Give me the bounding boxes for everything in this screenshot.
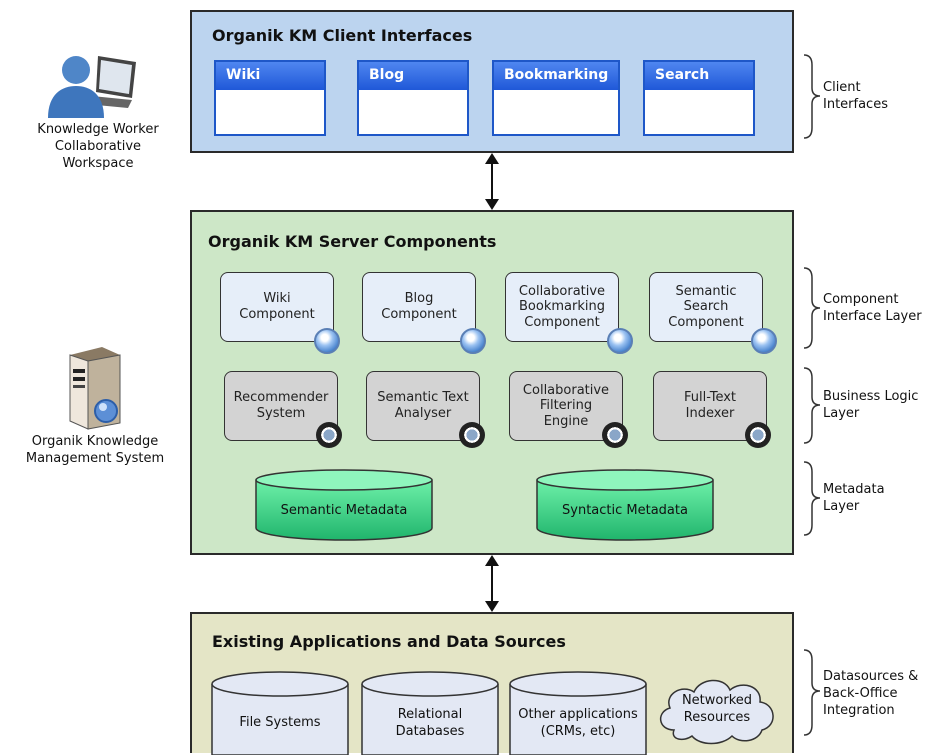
client-panel-title: Organik KM Client Interfaces [212,26,473,45]
system-label: Organik Knowledge Management System [25,434,165,466]
wiki-component-label: Wiki Component [239,291,315,322]
wiki-window[interactable]: Wiki [214,60,326,136]
server-existing-arrow [485,555,499,612]
server-components-panel: Organik KM Server Components Wiki Compon… [190,210,794,555]
client-server-arrow [485,153,499,210]
worker-label: Knowledge Worker Collaborative Workspace [37,122,159,171]
semantic-metadata-cylinder[interactable] [254,468,434,542]
relational-databases-cylinder[interactable] [360,670,500,755]
metadata-layer-label: Metadata Layer [823,482,885,514]
gear-icon [316,422,342,448]
blog-component-label: Blog Component [381,291,457,322]
networked-resources-label: Networked Resources [681,693,753,725]
semantic-metadata-label: Semantic Metadata [280,503,408,518]
search-window[interactable]: Search [643,60,755,136]
semantic-text-analyser[interactable]: Semantic Text Analyser [366,371,480,441]
existing-applications-panel: Existing Applications and Data Sources F… [190,612,794,755]
server-panel-title: Organik KM Server Components [208,232,497,251]
search-window-title: Search [645,62,753,90]
client-interfaces-layer-label: Client Interfaces [823,80,888,112]
globe-icon [314,328,340,354]
bookmarking-component-label: Collaborative Bookmarking Component [518,283,606,330]
layer-braces [803,54,821,736]
globe-icon [460,328,486,354]
syntactic-metadata-cylinder[interactable] [535,468,715,542]
other-applications-cylinder[interactable] [508,670,648,755]
semantic-search-component[interactable]: Semantic Search Component [649,272,763,342]
server-tower-icon [69,347,121,430]
bookmarking-window[interactable]: Bookmarking [492,60,620,136]
recommender-label: Recommender System [233,390,329,421]
blog-component[interactable]: Blog Component [362,272,476,342]
datasources-layer-label: Datasources & Back-Office Integration [823,669,919,718]
existing-panel-title: Existing Applications and Data Sources [212,632,566,651]
globe-icon [607,328,633,354]
relational-databases-label: Relational Databases [395,707,465,739]
analyser-label: Semantic Text Analyser [377,390,469,421]
client-interfaces-panel: Organik KM Client Interfaces Wiki Blog B… [190,10,794,153]
indexer-label: Full-Text Indexer [683,390,737,421]
wiki-window-title: Wiki [216,62,324,90]
file-systems-cylinder[interactable] [210,670,350,755]
gear-icon [602,422,628,448]
blog-window[interactable]: Blog [357,60,469,136]
globe-icon [751,328,777,354]
gear-icon [459,422,485,448]
search-component-label: Semantic Search Component [668,283,744,330]
blog-window-title: Blog [359,62,467,90]
bookmarking-window-title: Bookmarking [494,62,618,90]
file-systems-label: File Systems [239,715,321,730]
user-laptop-icon [48,56,136,118]
gear-icon [745,422,771,448]
collaborative-bookmarking-component[interactable]: Collaborative Bookmarking Component [505,272,619,342]
syntactic-metadata-label: Syntactic Metadata [562,503,688,518]
filtering-label: Collaborative Filtering Engine [522,382,610,429]
business-logic-layer-label: Business Logic Layer [823,389,919,421]
other-applications-label: Other applications (CRMs, etc) [518,707,638,739]
wiki-component[interactable]: Wiki Component [220,272,334,342]
networked-resources-cloud[interactable] [654,674,780,746]
component-interface-layer-label: Component Interface Layer [823,292,922,324]
